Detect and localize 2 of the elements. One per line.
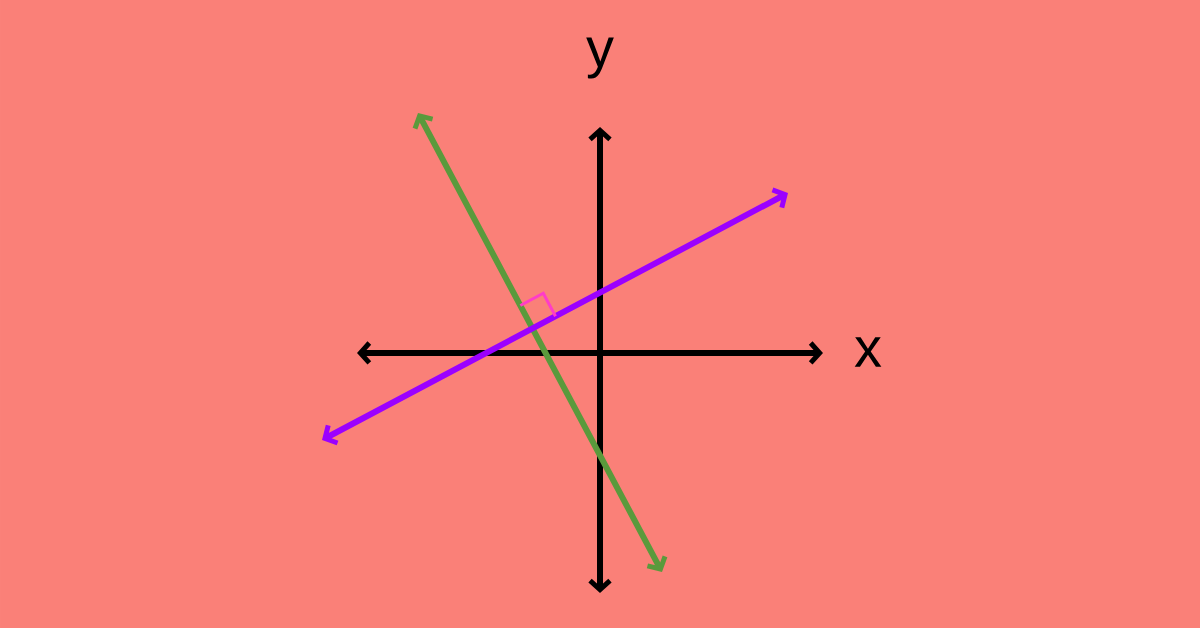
axis-label: x — [854, 337, 882, 367]
axis-label: y — [586, 37, 614, 79]
